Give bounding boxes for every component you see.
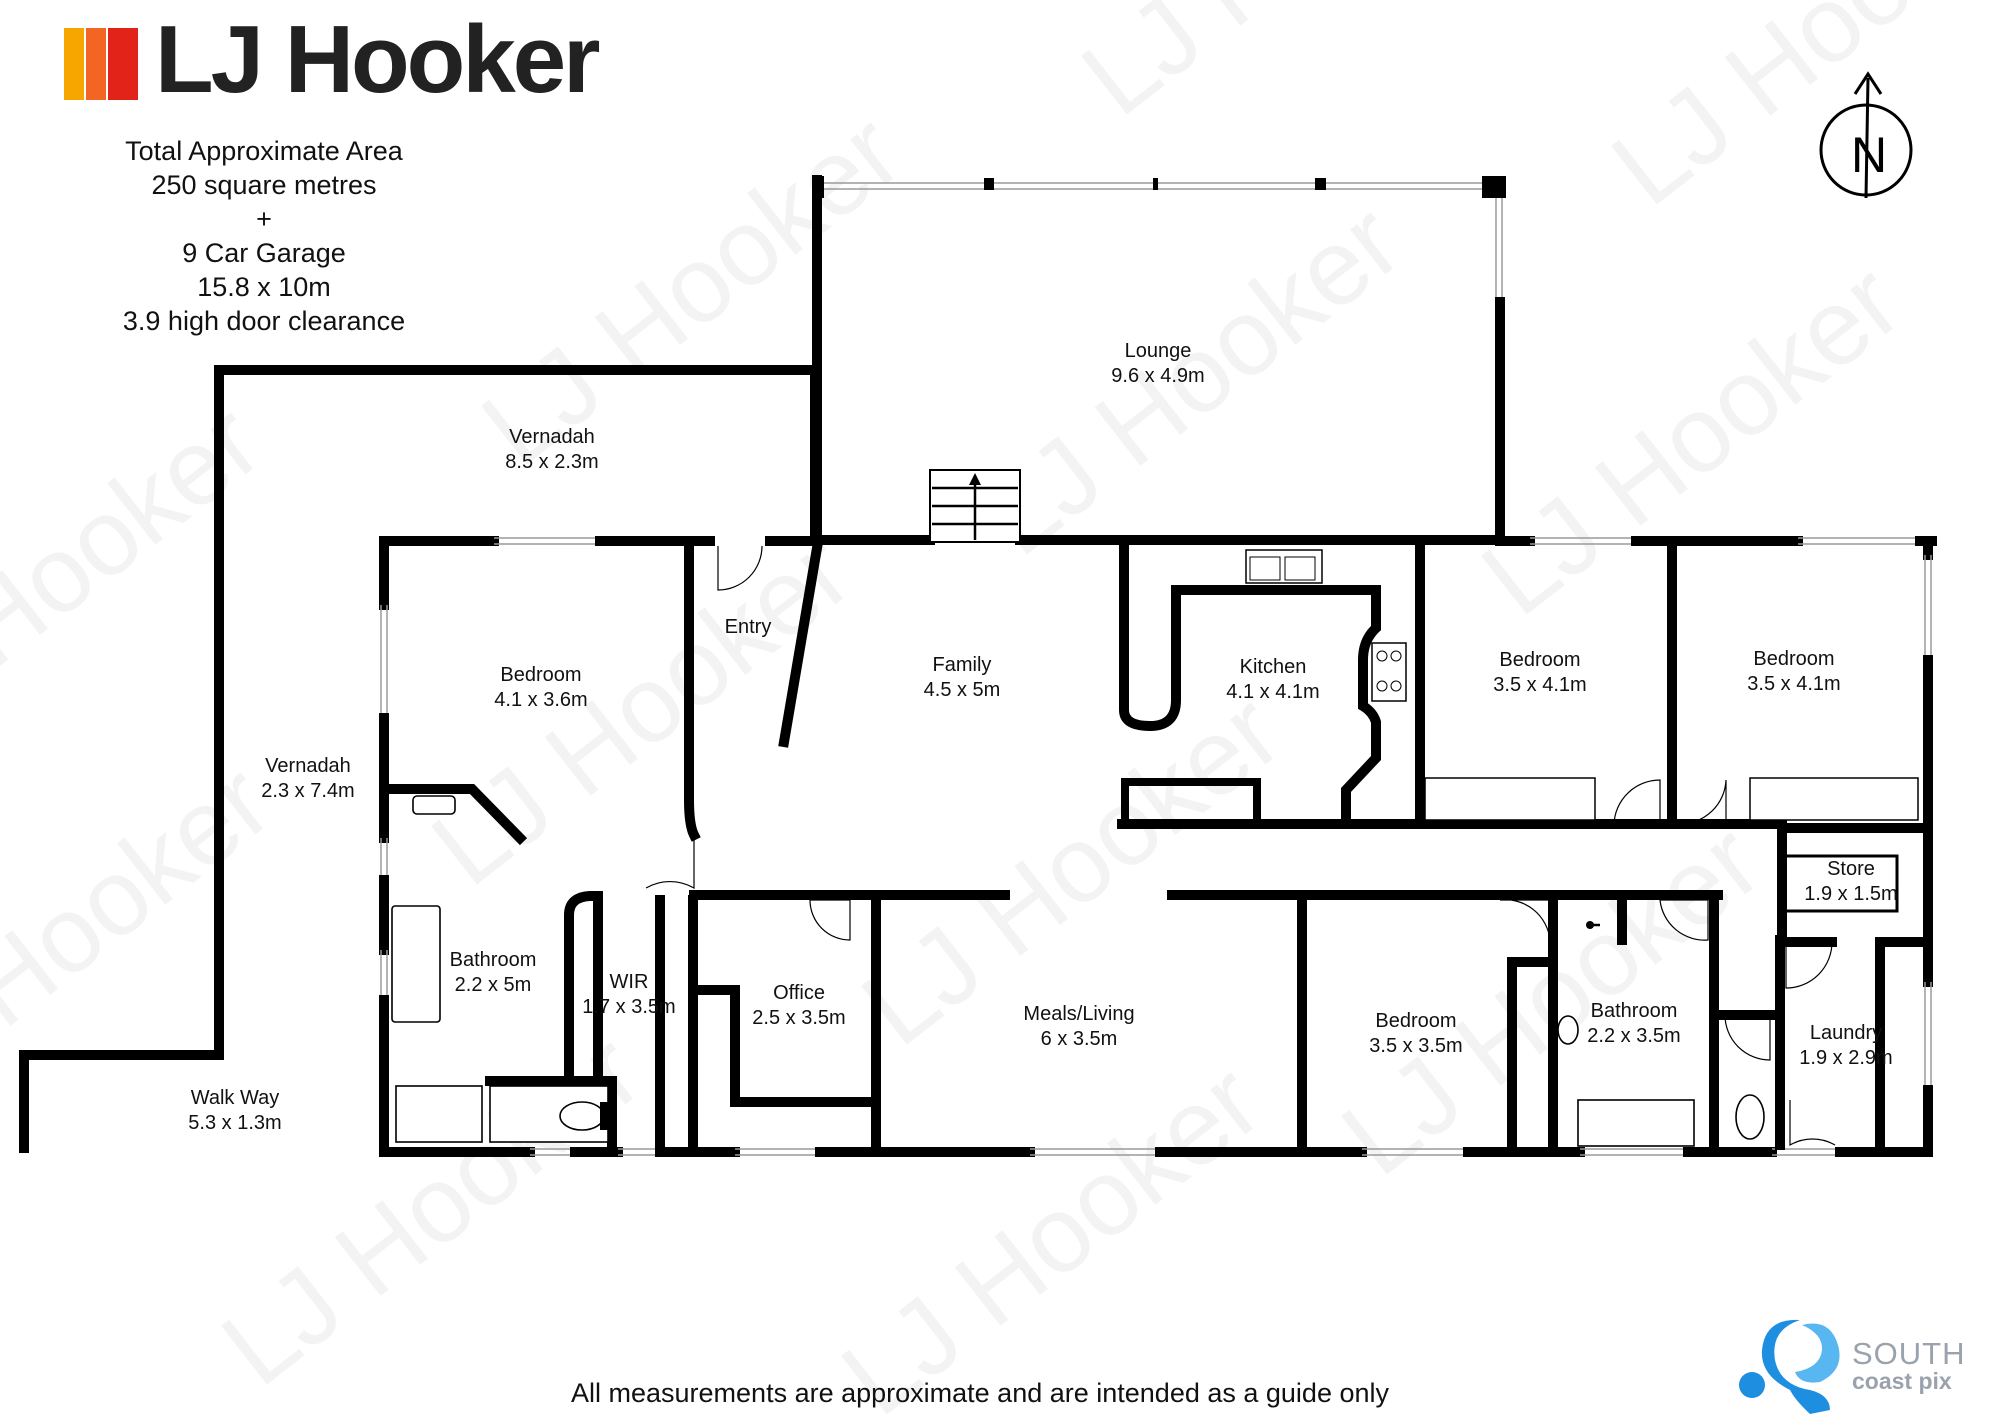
summary-line: + xyxy=(256,204,272,234)
room-name-bedroom4: Bedroom xyxy=(1375,1010,1456,1032)
room-dims-vernadah-top: 8.5 x 2.3m xyxy=(505,451,598,473)
bathtub-icon xyxy=(391,905,441,1023)
room-name-store: Store xyxy=(1827,858,1875,880)
watermark: LJ Hooker xyxy=(410,510,872,908)
toilet-icon xyxy=(1735,1094,1765,1140)
cooktop-icon xyxy=(1371,642,1407,702)
logo-stripe-yellow xyxy=(64,28,84,100)
watermark: LJ Hooker xyxy=(1060,0,1522,138)
logo-stripe-red xyxy=(108,28,138,100)
room-dims-kitchen: 4.1 x 4.1m xyxy=(1226,681,1319,703)
room-name-bedroom3: Bedroom xyxy=(1753,648,1834,670)
room-dims-vernadah-side: 2.3 x 7.4m xyxy=(261,780,354,802)
vanity-icon xyxy=(412,795,456,815)
watermark: LJ Hooker xyxy=(1460,240,1922,638)
room-name-vernadah-side: Vernadah xyxy=(265,755,351,777)
area-summary: Total Approximate Area 250 square metres… xyxy=(96,134,432,338)
credit-sub: coast pix xyxy=(1852,1368,1952,1394)
room-name-meals: Meals/Living xyxy=(1023,1003,1134,1025)
shower-head-icon xyxy=(1586,921,1594,929)
watermark: LJ Hooker xyxy=(0,740,292,1138)
vanity-icon xyxy=(1557,1015,1579,1045)
footer-disclaimer: All measurements are approximate and are… xyxy=(571,1378,1389,1408)
room-dims-bedroom2: 3.5 x 4.1m xyxy=(1493,674,1586,696)
room-name-lounge: Lounge xyxy=(1125,340,1192,362)
room-name-laundry: Laundry xyxy=(1810,1022,1882,1044)
room-labels: Lounge 9.6 x 4.9m Vernadah 8.5 x 2.3m Ve… xyxy=(188,340,1897,1134)
watermark: LJ Hooker xyxy=(0,380,282,778)
watermark: LJ Hooker xyxy=(1590,0,2000,228)
sink-icon xyxy=(1245,549,1323,584)
brand-name: LJ Hooker xyxy=(155,6,600,113)
toilet-icon xyxy=(559,1101,605,1131)
room-name-bathroom2: Bathroom xyxy=(1591,1000,1678,1022)
room-name-family: Family xyxy=(933,654,992,676)
room-dims-meals: 6 x 3.5m xyxy=(1041,1028,1118,1050)
doors xyxy=(645,545,1836,1147)
room-dims-bathroom1: 2.2 x 5m xyxy=(455,974,532,996)
room-name-kitchen: Kitchen xyxy=(1240,656,1307,678)
room-dims-laundry: 1.9 x 2.9m xyxy=(1799,1047,1892,1069)
room-dims-bedroom1: 4.1 x 3.6m xyxy=(494,689,587,711)
room-dims-wir: 1.7 x 3.5m xyxy=(582,996,675,1018)
room-name-bedroom1: Bedroom xyxy=(500,664,581,686)
north-arrow-icon: N xyxy=(1819,71,1913,199)
shower-icon xyxy=(395,1085,483,1143)
verandah-outline xyxy=(19,175,822,1153)
summary-line: 15.8 x 10m xyxy=(197,272,331,302)
credit-brand: SOUTH xyxy=(1852,1336,1966,1371)
room-dims-store: 1.9 x 1.5m xyxy=(1804,883,1897,905)
room-dims-bathroom2: 2.2 x 3.5m xyxy=(1587,1025,1680,1047)
room-name-entry: Entry xyxy=(725,616,772,638)
room-dims-family: 4.5 x 5m xyxy=(924,679,1001,701)
room-name-bedroom2: Bedroom xyxy=(1499,649,1580,671)
room-dims-bedroom3: 3.5 x 4.1m xyxy=(1747,673,1840,695)
south-coast-pix-logo-icon xyxy=(1739,1319,1840,1414)
watermark: LJ Hooker xyxy=(820,1040,1282,1414)
room-name-vernadah-top: Vernadah xyxy=(509,426,595,448)
bathroom1-fixtures xyxy=(391,795,609,1143)
summary-line: 9 Car Garage xyxy=(182,238,346,268)
logo-stripe-orange xyxy=(86,28,106,100)
room-dims-office: 2.5 x 3.5m xyxy=(752,1007,845,1029)
room-name-office: Office xyxy=(773,982,825,1004)
summary-line: Total Approximate Area xyxy=(125,136,403,166)
room-dims-lounge: 9.6 x 4.9m xyxy=(1111,365,1204,387)
room-name-bathroom1: Bathroom xyxy=(450,949,537,971)
summary-line: 3.9 high door clearance xyxy=(122,306,406,336)
room-dims-bedroom4: 3.5 x 3.5m xyxy=(1369,1035,1462,1057)
stairs xyxy=(929,469,1021,543)
room-dims-walkway: 5.3 x 1.3m xyxy=(188,1112,281,1134)
kitchen-bench xyxy=(1119,541,1407,828)
room-name-walkway: Walk Way xyxy=(191,1087,280,1109)
wardrobes xyxy=(1424,777,1919,1140)
bathroom2-fixtures xyxy=(1557,921,1765,1147)
summary-line: 250 square metres xyxy=(151,170,377,200)
lounge-walls xyxy=(812,176,1506,545)
bathtub-icon xyxy=(1577,1099,1695,1147)
watermark: LJ Hooker xyxy=(200,1010,662,1408)
compass-north-label: N xyxy=(1851,127,1887,183)
logo-stripes xyxy=(64,28,138,100)
room-name-wir: WIR xyxy=(610,971,649,993)
